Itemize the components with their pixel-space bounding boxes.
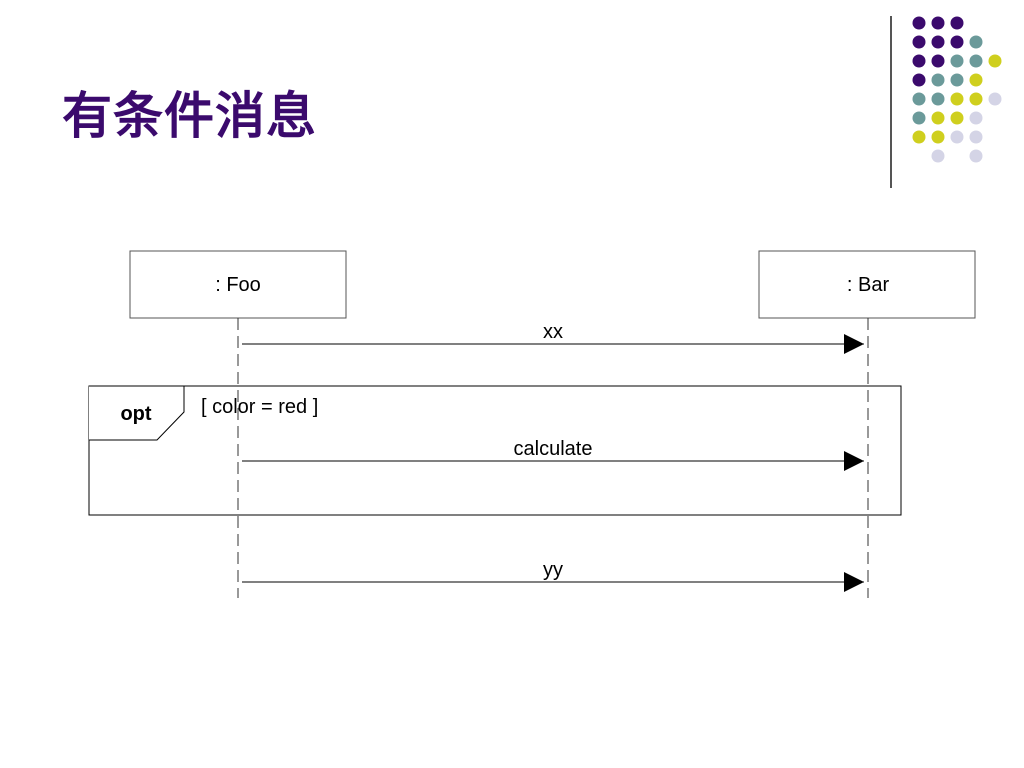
message-label: calculate xyxy=(514,438,593,460)
decorative-dot xyxy=(969,111,983,125)
decorative-dot xyxy=(950,111,964,125)
decorative-dot xyxy=(950,92,964,106)
decorative-dot xyxy=(931,130,945,144)
participant-box xyxy=(758,250,976,319)
title-divider-line xyxy=(890,16,892,188)
decorative-dot xyxy=(969,130,983,144)
decorative-dot xyxy=(931,111,945,125)
decorative-dot xyxy=(912,111,926,125)
decorative-dot xyxy=(912,54,926,68)
fragment-frame xyxy=(88,385,902,516)
decorative-dot xyxy=(950,16,964,30)
decorative-dot xyxy=(988,54,1002,68)
participant-box xyxy=(129,250,347,319)
message-label: yy xyxy=(543,559,563,581)
decorative-dot xyxy=(931,16,945,30)
participant-label: : Bar xyxy=(847,274,890,296)
participant-foo: : Foo xyxy=(129,250,347,319)
decorative-dot xyxy=(969,92,983,106)
message-label: xx xyxy=(543,321,563,343)
decorative-dot xyxy=(912,130,926,144)
decorative-dot xyxy=(950,35,964,49)
decorative-dot xyxy=(912,35,926,49)
slide-title: 有条件消息 xyxy=(62,86,317,145)
fragment-opt: opt [ color = red ] xyxy=(88,385,902,516)
fragment-guard: [ color = red ] xyxy=(201,396,318,418)
decorative-dot xyxy=(912,92,926,106)
decorative-dot xyxy=(969,35,983,49)
decorative-dot xyxy=(912,73,926,87)
decorative-dot xyxy=(931,92,945,106)
decorative-dot xyxy=(931,73,945,87)
decorative-dot xyxy=(969,73,983,87)
decorative-dot xyxy=(950,73,964,87)
message-yy: yy xyxy=(242,559,864,592)
message-calculate: calculate xyxy=(242,438,864,471)
participant-bar: : Bar xyxy=(758,250,976,319)
decorative-dot xyxy=(950,130,964,144)
decorative-dot-grid xyxy=(912,16,1002,163)
fragment-operator-tab xyxy=(89,385,185,441)
decorative-dot xyxy=(931,149,945,163)
decorative-dot xyxy=(969,149,983,163)
fragment-operator: opt xyxy=(120,403,151,425)
message-xx: xx xyxy=(242,321,864,354)
participant-label: : Foo xyxy=(215,274,261,296)
decorative-dot xyxy=(950,54,964,68)
decorative-dot xyxy=(912,16,926,30)
decorative-dot xyxy=(931,54,945,68)
decorative-dot xyxy=(988,92,1002,106)
decorative-dot xyxy=(969,54,983,68)
decorative-dot xyxy=(931,35,945,49)
